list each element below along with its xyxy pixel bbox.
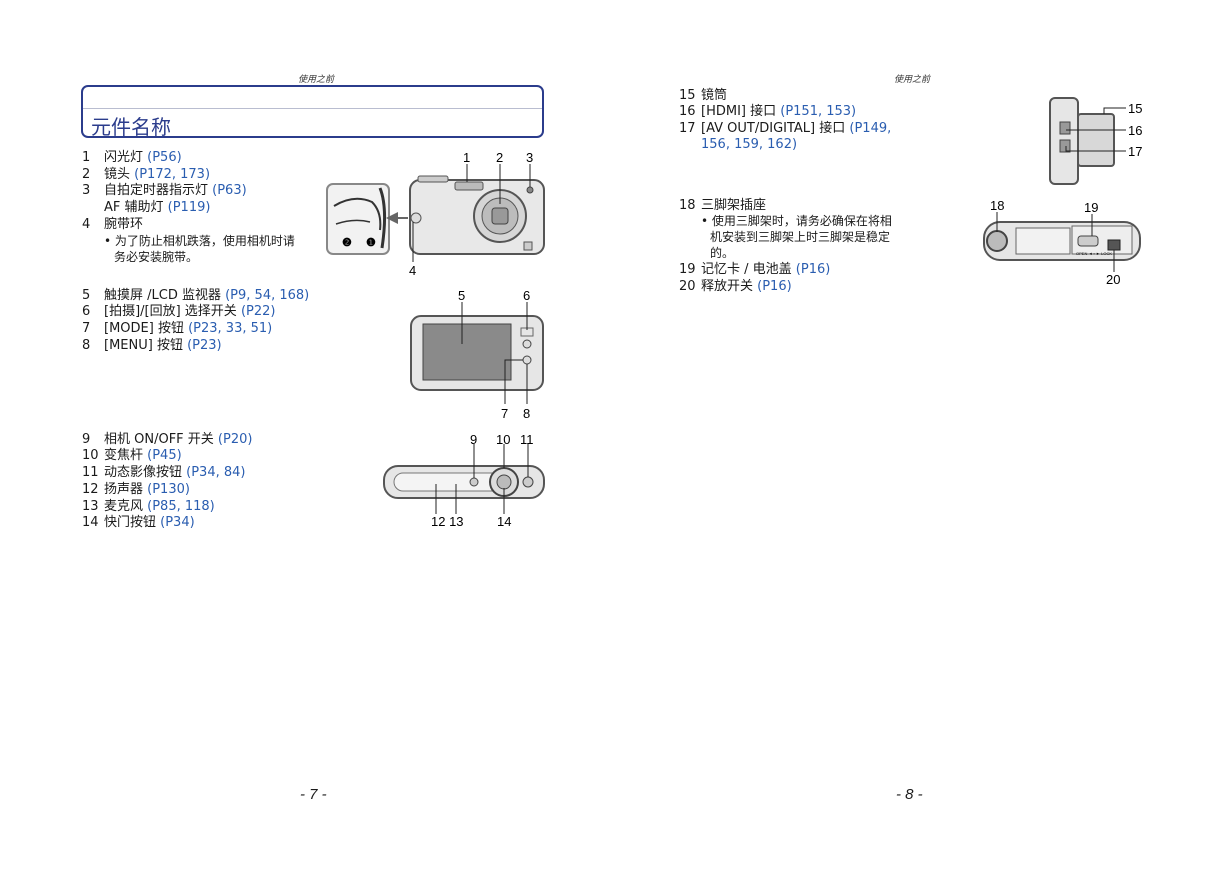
- callout-4: 4: [409, 263, 416, 278]
- callout-19: 19: [1084, 200, 1098, 215]
- camera-front-illustration: ❷ ❶ 1 2 3 4: [326, 150, 545, 278]
- note-line: 务必安装腕带。: [114, 250, 199, 264]
- callout-17: 17: [1128, 144, 1142, 159]
- note-line: • 使用三脚架时，请务必确保在将相: [701, 214, 892, 228]
- callout-14: 14: [497, 514, 511, 529]
- callout-3: 3: [526, 150, 533, 165]
- page-ref-link[interactable]: (P16): [795, 262, 831, 277]
- page-ref-link[interactable]: 156, 159, 162): [701, 137, 798, 152]
- page-ref-link[interactable]: (P20): [217, 432, 253, 447]
- page-ref-link[interactable]: (P22): [240, 304, 276, 319]
- callout-5: 5: [458, 288, 465, 303]
- list-item: 8[MENU] 按钮 (P23): [82, 338, 222, 353]
- page-ref-link[interactable]: (P23, 33, 51): [188, 321, 273, 336]
- left-page-number: - 7 -: [300, 786, 327, 803]
- page-ref-link[interactable]: (P45): [147, 448, 182, 463]
- section-title: 元件名称: [91, 115, 171, 139]
- callout-15: 15: [1128, 101, 1142, 116]
- callout-12-13: 12 13: [431, 514, 464, 529]
- right-page-number: - 8 -: [896, 786, 923, 803]
- page-ref-link[interactable]: (P149,: [849, 121, 892, 136]
- callout-20: 20: [1106, 272, 1120, 287]
- camera-side-illustration: 15 16 17: [1049, 97, 1142, 185]
- list-item: 156, 159, 162): [679, 137, 797, 153]
- page-ref-link[interactable]: (P56): [147, 150, 182, 165]
- tripod-socket: [986, 230, 1008, 252]
- callout-6: 6: [523, 288, 530, 303]
- callout-2: 2: [496, 150, 503, 165]
- callout-18: 18: [990, 198, 1004, 213]
- callout-10: 10: [496, 432, 510, 447]
- page-ref-link[interactable]: (P16): [757, 279, 792, 294]
- note-line: 的。: [710, 246, 735, 260]
- callout-9: 9: [470, 432, 477, 447]
- strap-step-2: ❷: [342, 237, 352, 249]
- page-ref-link[interactable]: (P85, 118): [147, 499, 215, 514]
- lock-label: OPEN ◄ ▪ ► LOCK: [1076, 251, 1112, 256]
- list-item: 6[拍摄]/[回放] 选择开关 (P22): [82, 304, 276, 319]
- page-ref-link[interactable]: (P34, 84): [186, 465, 246, 480]
- lcd-screen: [422, 323, 512, 381]
- camera-back-illustration: 5 6 7 8: [410, 288, 544, 421]
- page-ref-link[interactable]: (P172, 173): [134, 167, 211, 182]
- list-item: 7[MODE] 按钮 (P23, 33, 51): [82, 321, 273, 336]
- page-ref-link[interactable]: (P34): [160, 515, 195, 530]
- callout-7: 7: [501, 406, 508, 421]
- list-item: 17[AV OUT/DIGITAL] 接口 (P149,: [679, 121, 892, 136]
- callout-1: 1: [463, 150, 470, 165]
- camera-bottom-illustration: OPEN ◄ ▪ ► LOCK 18 19 20: [983, 198, 1141, 287]
- camera-top-illustration: 9 10 11 12 13 14: [383, 432, 545, 529]
- page-ref-link[interactable]: (P63): [212, 183, 247, 198]
- callout-11: 11: [520, 432, 534, 447]
- list-item: AF 辅助灯 (P119): [104, 200, 211, 215]
- page-ref-link[interactable]: (P119): [167, 200, 211, 215]
- flash: [454, 181, 484, 191]
- page-ref-link[interactable]: (P130): [147, 482, 190, 497]
- strap-step-1: ❶: [366, 237, 376, 249]
- list-item: 16[HDMI] 接口 (P151, 153): [679, 104, 857, 119]
- note-line: • 为了防止相机跌落，使用相机时请: [104, 234, 295, 248]
- section-title-box: 元件名称: [81, 85, 544, 139]
- callout-8: 8: [523, 406, 530, 421]
- lens-barrel: [1077, 113, 1115, 167]
- callout-16: 16: [1128, 123, 1142, 138]
- page-ref-link[interactable]: (P151, 153): [780, 104, 857, 119]
- left-running-header: 使用之前: [298, 75, 335, 85]
- page-ref-link[interactable]: (P23): [187, 338, 222, 353]
- note-line: 机安装到三脚架上时三脚架是稳定: [710, 230, 891, 244]
- right-running-header: 使用之前: [894, 75, 931, 85]
- release-switch: [1107, 239, 1121, 251]
- page-ref-link[interactable]: (P9, 54, 168): [225, 288, 310, 303]
